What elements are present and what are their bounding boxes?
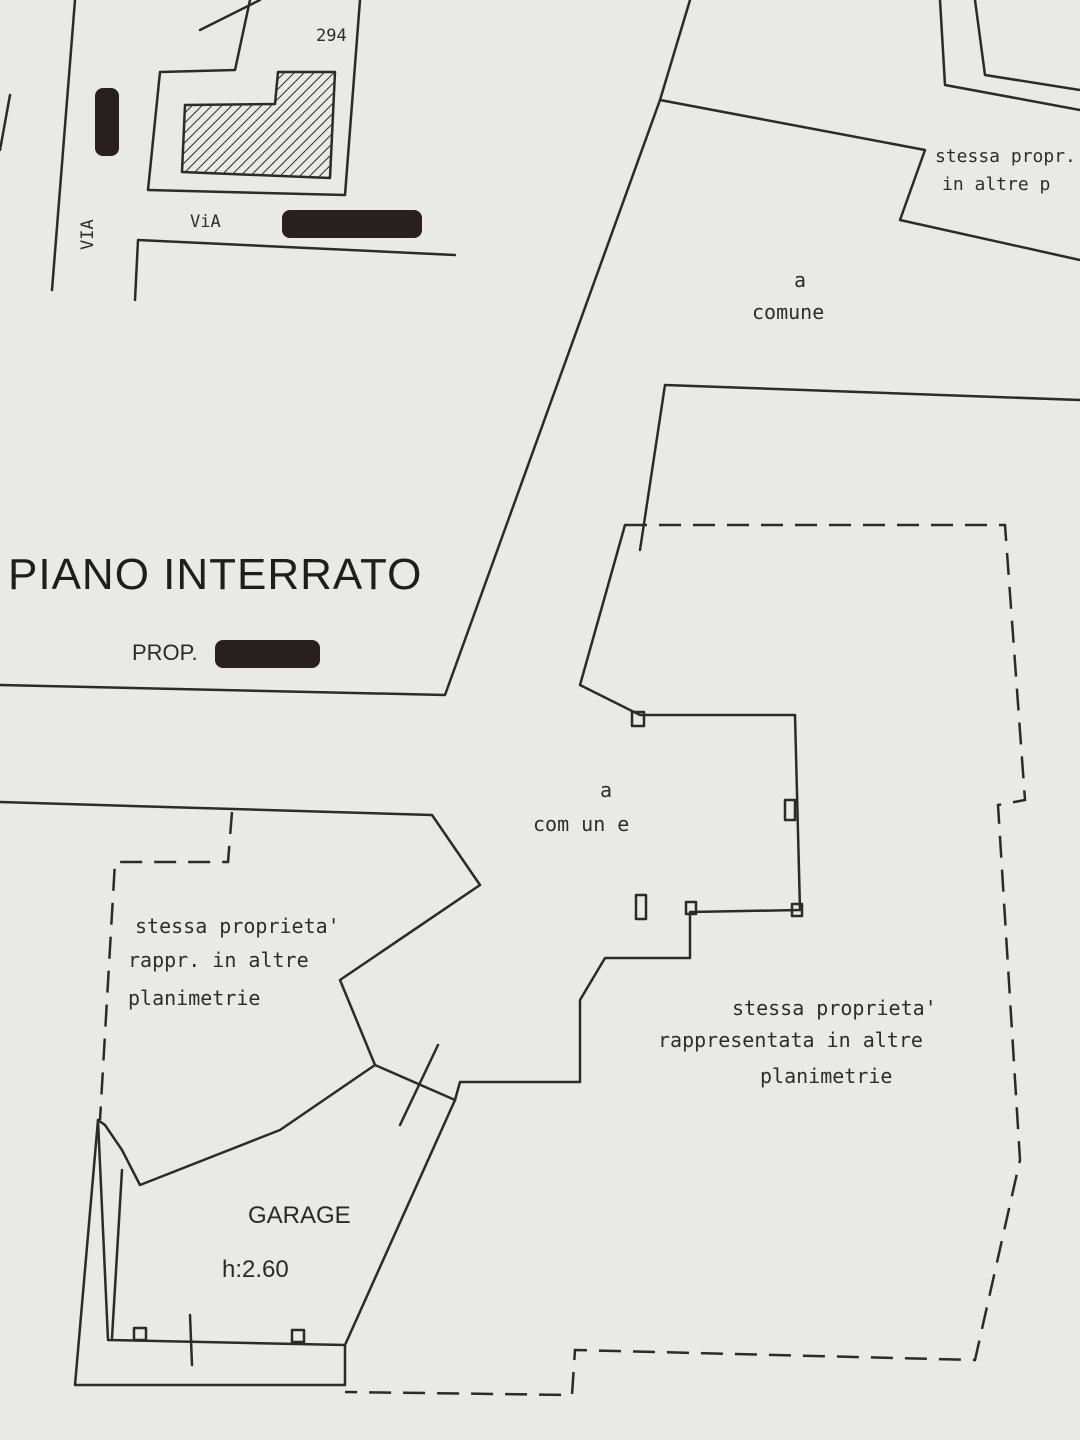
site-lot-boundary xyxy=(146,0,362,197)
site-road-edge-left xyxy=(0,93,12,152)
same-property-left-line3: planimetrie xyxy=(128,986,261,1010)
same-property-right-line1: stessa proprieta' xyxy=(732,996,937,1020)
common-center-line2: com un e xyxy=(533,812,630,836)
dashed-boundary-right xyxy=(344,523,1027,1397)
same-property-top-right-line1: stessa propr. xyxy=(935,146,1076,167)
site-lot-diagonal xyxy=(198,0,262,32)
upper-property-boundary xyxy=(658,98,1080,262)
common-upper-line1: a xyxy=(794,268,807,292)
common-area-outline xyxy=(453,523,802,1102)
same-property-left-line1: stessa proprieta' xyxy=(135,914,340,938)
opening-marker xyxy=(290,1328,306,1344)
opening-marker xyxy=(634,893,648,921)
redaction-mark xyxy=(215,640,320,668)
same-property-top-right-line2: in altre p xyxy=(942,174,1051,195)
garage-wall-inner xyxy=(73,1118,347,1387)
opening-marker xyxy=(132,1326,148,1342)
opening-marker xyxy=(783,798,797,822)
top-right-strip-inner xyxy=(973,0,1080,92)
left-boundary-line xyxy=(0,800,482,1102)
site-road-vertical-line xyxy=(50,0,77,292)
street-label-vertical: VIA xyxy=(78,219,98,250)
parcel-number: 294 xyxy=(316,26,347,46)
garage-height: h:2.60 xyxy=(222,1256,289,1283)
same-property-right-line3: planimetrie xyxy=(760,1064,893,1088)
same-property-left-line2: rappr. in altre xyxy=(128,948,309,972)
opening-marker xyxy=(684,900,698,916)
common-upper-line2: comune xyxy=(752,300,825,324)
diagonal-boundary-line xyxy=(0,0,692,697)
floor-title: PIANO INTERRATO xyxy=(8,550,423,599)
garage-outline xyxy=(96,1063,457,1347)
site-street-edge xyxy=(133,238,457,302)
site-building-hatch xyxy=(182,72,335,178)
owner-label: PROP. xyxy=(132,640,198,665)
garage-label: GARAGE xyxy=(248,1202,351,1229)
redaction-mark xyxy=(95,88,119,156)
dashed-boundary-left xyxy=(98,811,234,1121)
street-label-horizontal: ViA xyxy=(190,212,221,232)
garage-inner-line xyxy=(110,1168,124,1340)
same-property-right-line2: rappresentata in altre xyxy=(658,1028,923,1052)
redaction-mark xyxy=(282,210,422,238)
opening-marker xyxy=(630,710,646,728)
upper-block-boundary xyxy=(638,383,1080,552)
door-marker xyxy=(398,1043,440,1127)
top-right-strip xyxy=(938,0,1080,112)
common-center-line1: a xyxy=(600,778,613,802)
garage-cross-line xyxy=(188,1313,194,1367)
opening-marker xyxy=(790,902,804,918)
